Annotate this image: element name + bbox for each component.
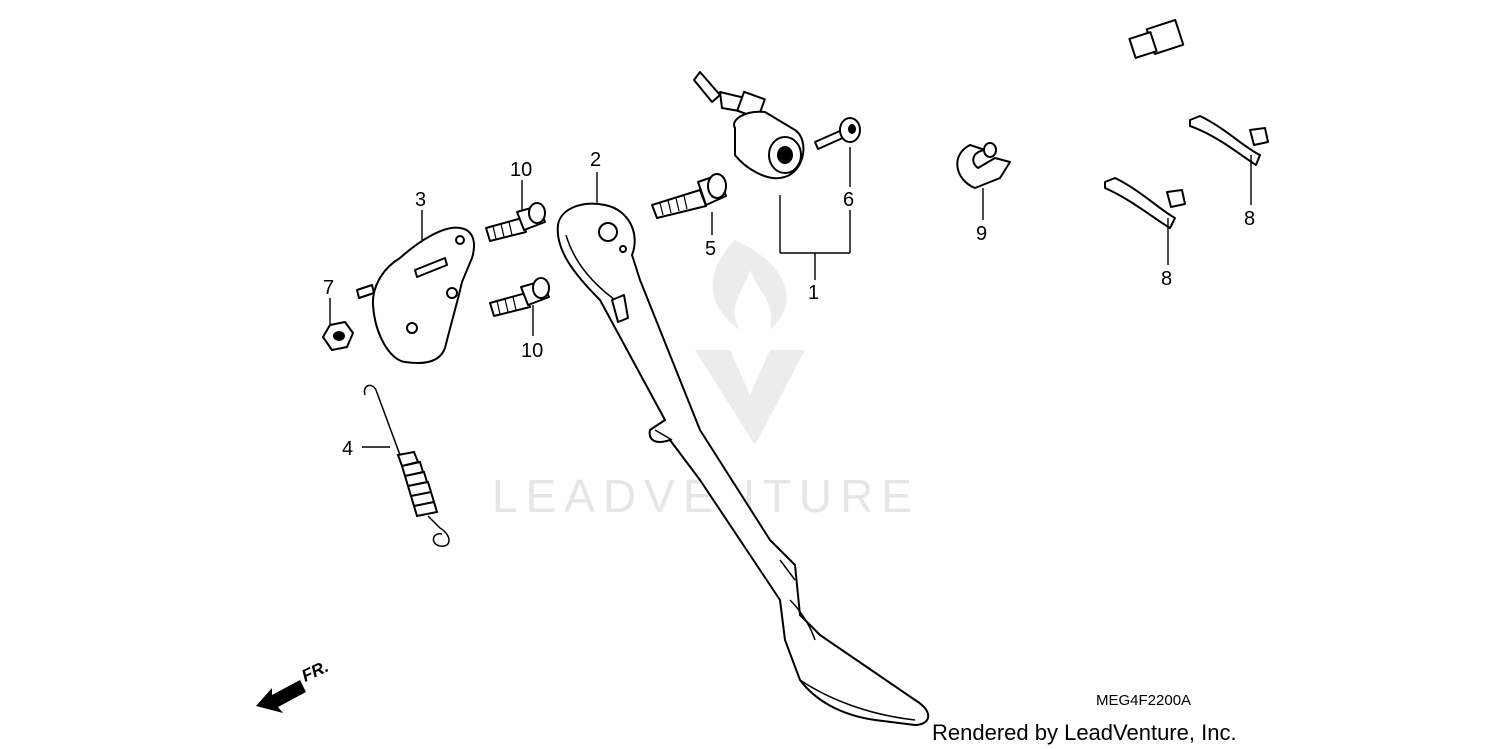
- leader-lines: [329, 147, 1252, 448]
- side-stand-2: [556, 202, 930, 726]
- callout-8-left: 8: [1161, 268, 1172, 290]
- bolt-10-upper: [485, 202, 546, 242]
- callout-6: 6: [843, 189, 854, 211]
- watermark-logo: [695, 240, 805, 445]
- callout-2: 2: [590, 149, 601, 171]
- bracket-plate-3: [371, 226, 475, 365]
- callout-10-upper: 10: [510, 159, 532, 181]
- cable-tie-8-right: [1189, 115, 1269, 166]
- front-arrow-icon: [256, 680, 306, 713]
- pivot-bolt-5: [651, 173, 727, 219]
- front-indicator-label: FR.: [299, 657, 332, 686]
- cable-tie-8-left: [1104, 177, 1186, 229]
- callout-8-right: 8: [1244, 208, 1255, 230]
- nut-7: [322, 284, 375, 351]
- diagram-code: MEG4F2200A: [1096, 692, 1191, 709]
- callout-5: 5: [705, 238, 716, 260]
- return-spring-4: [363, 384, 450, 547]
- bolt-10-lower: [489, 277, 550, 317]
- clamp-9: [956, 142, 1011, 189]
- bolt-6: [814, 117, 861, 150]
- callout-3: 3: [415, 189, 426, 211]
- callout-1: 1: [808, 282, 819, 304]
- callout-4: 4: [342, 438, 353, 460]
- side-stand-switch-harness: [669, 19, 1185, 180]
- callout-10-lower: 10: [521, 340, 543, 362]
- credit-text: Rendered by LeadVenture, Inc.: [932, 720, 1237, 745]
- callout-9: 9: [976, 223, 987, 245]
- callout-7: 7: [323, 277, 334, 299]
